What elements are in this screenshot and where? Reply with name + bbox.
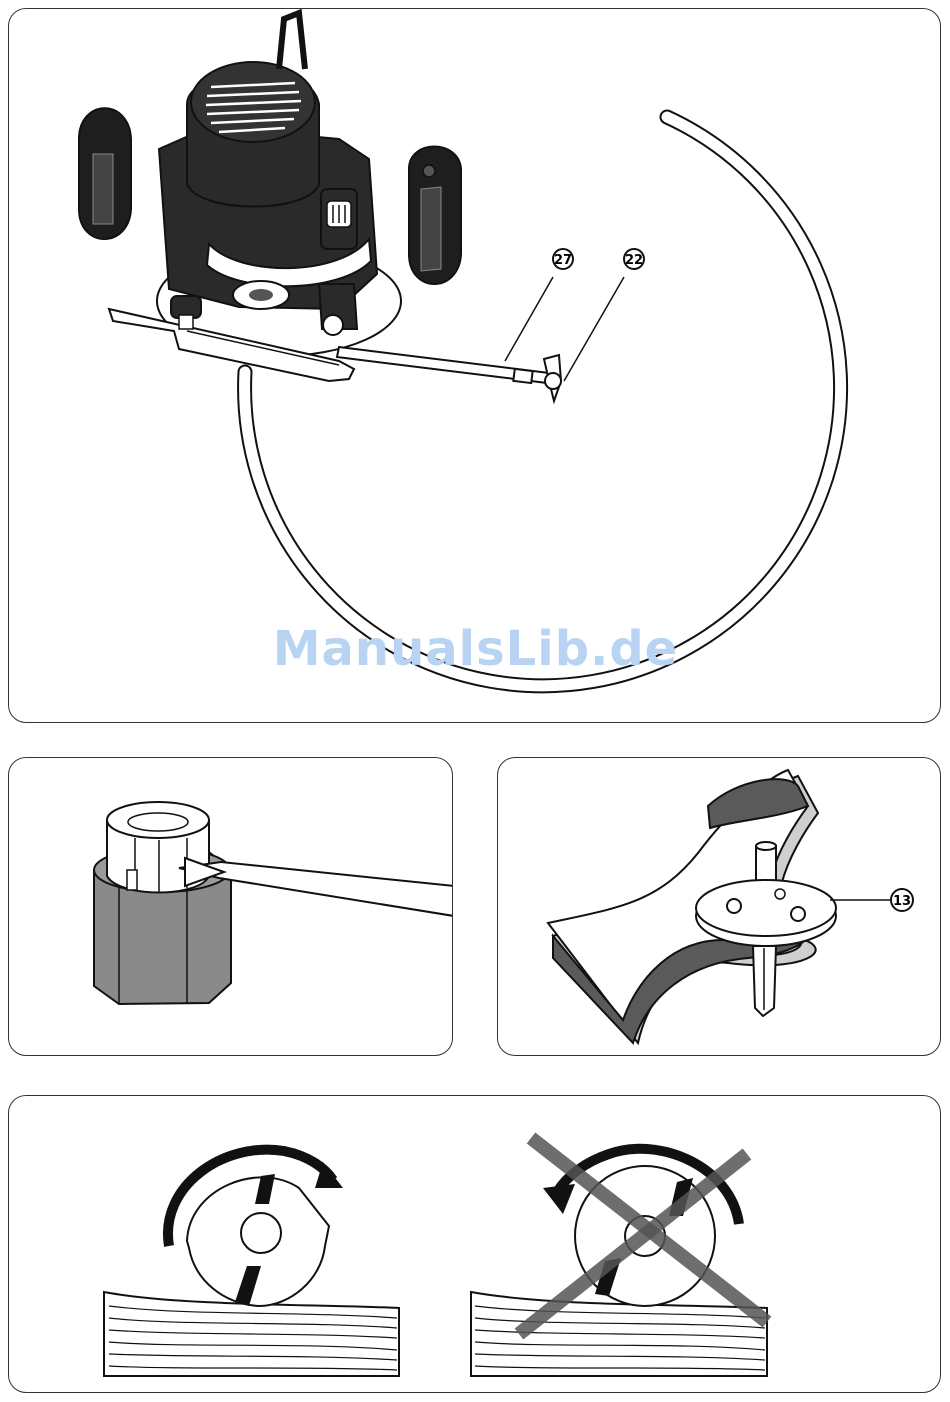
feed-direction-illustrations bbox=[9, 1096, 941, 1393]
callout-13: 13 bbox=[893, 894, 911, 909]
callout-27: 27 bbox=[554, 253, 572, 268]
bearing-guided-bit-on-workpiece-illustration: 13 bbox=[498, 758, 941, 1056]
collet-nut-and-wrench-illustration bbox=[9, 758, 453, 1056]
router-circle-cutting-panel: 27 22 ManualsLib.de bbox=[8, 8, 941, 723]
callout-labels-top: 27 22 bbox=[9, 9, 941, 723]
feed-direction-panel bbox=[8, 1095, 941, 1393]
correct-feed-direction-illustration bbox=[104, 1150, 399, 1376]
guide-bearing-panel: 13 bbox=[497, 757, 941, 1056]
collet-nut-panel bbox=[8, 757, 453, 1056]
watermark: ManualsLib.de bbox=[9, 621, 941, 677]
callout-22: 22 bbox=[625, 253, 643, 268]
wrong-feed-direction-illustration bbox=[471, 1138, 767, 1376]
